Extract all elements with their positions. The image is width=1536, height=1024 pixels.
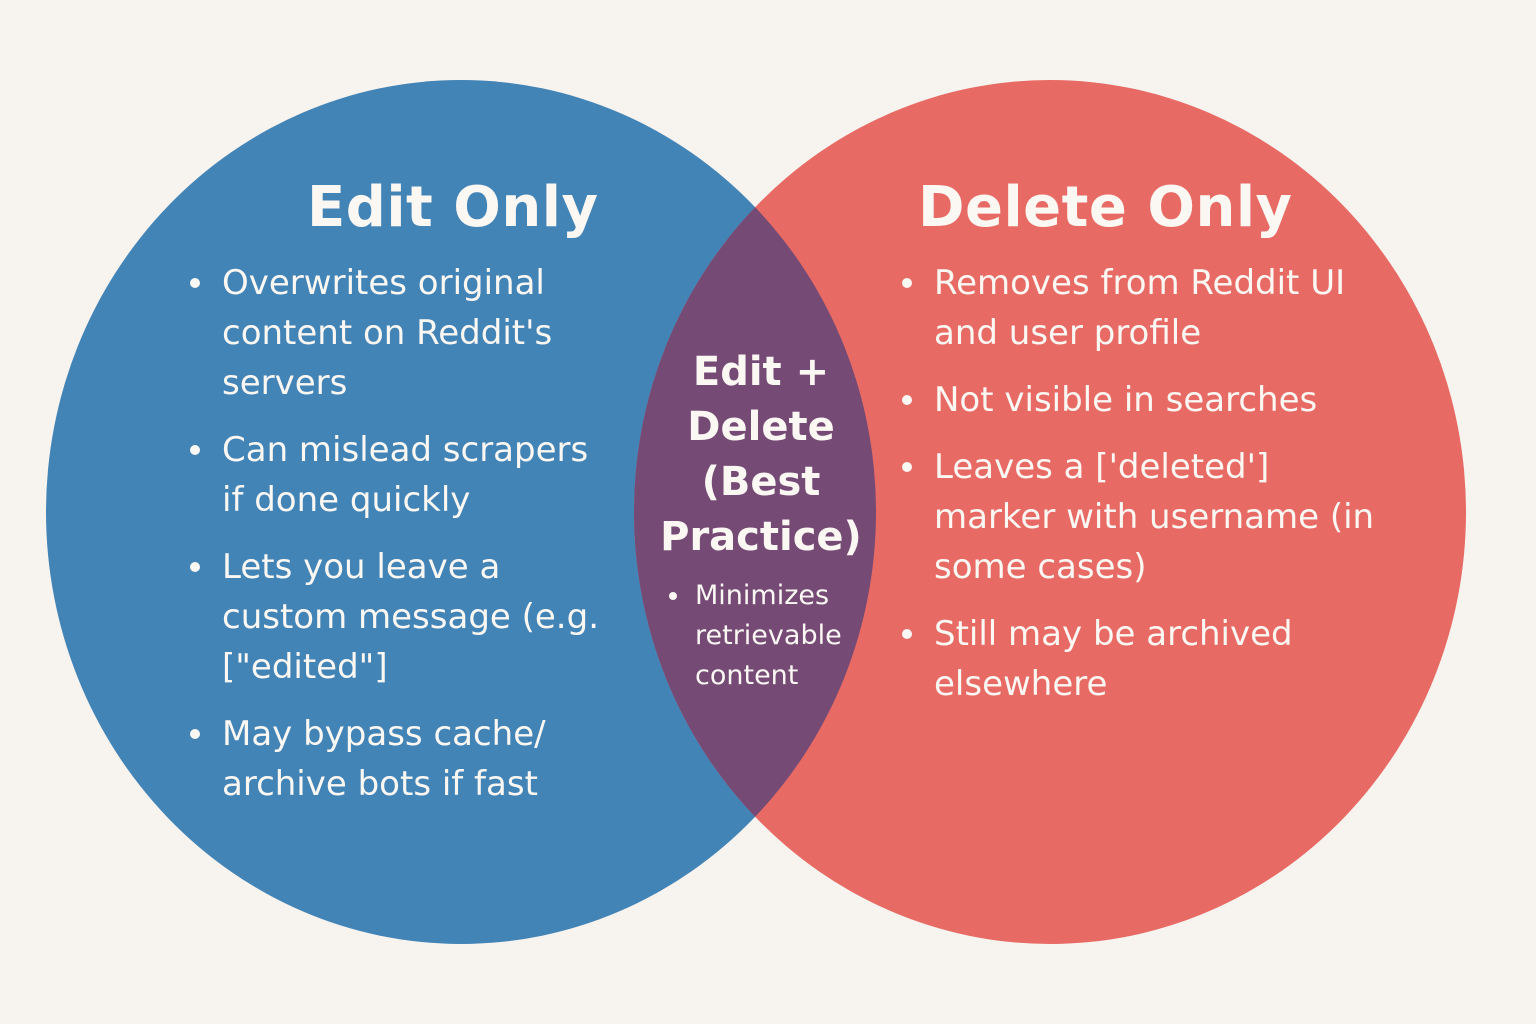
overlap-title-line: (Best — [701, 459, 821, 505]
overlap-title: Edit + Delete (Best Practice) — [640, 345, 882, 565]
edit-only-circle — [46, 80, 876, 944]
edit-only-list: Overwrites original content on Reddit's … — [188, 258, 608, 826]
overlap-title-line: Practice) — [660, 514, 862, 560]
overlap-title-line: Edit + — [692, 349, 830, 395]
overlap-item-text: Minimizes retrievable content — [695, 580, 842, 691]
edit-only-item: May bypass cache/ archive bots if fast — [188, 709, 608, 809]
delete-only-item: Removes from Reddit UI and user profile — [900, 258, 1400, 358]
edit-only-title: Edit Only — [307, 175, 599, 240]
delete-only-item: Leaves a ['deleted'] marker with usernam… — [900, 442, 1400, 592]
edit-only-item: Overwrites original content on Reddit's … — [188, 258, 608, 408]
edit-only-item: Can mislead scrapers if done quickly — [188, 425, 608, 525]
delete-only-item: Not visible in searches — [900, 375, 1400, 425]
delete-only-item-text: Not visible in searches — [934, 380, 1318, 420]
edit-only-item-text: May bypass cache/ archive bots if fast — [222, 714, 546, 804]
delete-only-item-text: Still may be archived elsewhere — [934, 614, 1293, 704]
delete-only-item-text: Leaves a ['deleted'] marker with usernam… — [934, 447, 1375, 587]
edit-only-item-text: Overwrites original content on Reddit's … — [222, 263, 553, 403]
delete-only-item-text: Removes from Reddit UI and user profile — [934, 263, 1346, 353]
overlap-item: Minimizes retrievable content — [667, 576, 867, 696]
edit-only-item-text: Lets you leave a custom message (e.g. ["… — [222, 547, 600, 687]
delete-only-circle — [634, 80, 1466, 944]
overlap-list: Minimizes retrievable content — [667, 576, 867, 696]
delete-only-item: Still may be archived elsewhere — [900, 609, 1400, 709]
edit-only-item-text: Can mislead scrapers if done quickly — [222, 430, 589, 520]
delete-only-title: Delete Only — [918, 175, 1293, 240]
edit-only-item: Lets you leave a custom message (e.g. ["… — [188, 542, 608, 692]
overlap-title-line: Delete — [687, 404, 835, 450]
delete-only-list: Removes from Reddit UI and user profile … — [900, 258, 1400, 726]
